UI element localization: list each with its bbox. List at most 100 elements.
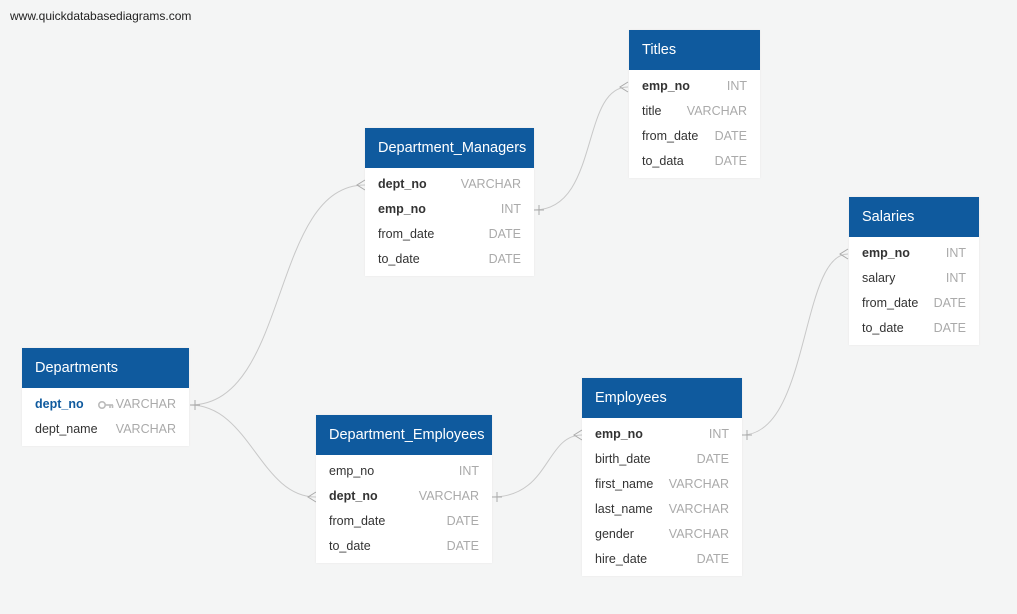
field-type: VARCHAR (668, 502, 729, 516)
field-type: DATE (696, 452, 729, 466)
field-name: dept_no (378, 177, 427, 191)
rel-departments-employees (189, 404, 317, 498)
field-type: INT (458, 464, 479, 478)
field-row[interactable]: hire_date DATE (582, 547, 742, 572)
field-type: VARCHAR (686, 104, 747, 118)
many-marker-titles (619, 81, 629, 93)
field-name: last_name (595, 502, 653, 516)
many-marker-managers (356, 179, 366, 191)
field-row[interactable]: from_date DATE (365, 222, 534, 247)
field-type: DATE (696, 552, 729, 566)
field-type: VARCHAR (668, 527, 729, 541)
rel-managers-titles (533, 86, 629, 211)
field-name: dept_no (329, 489, 378, 503)
field-row[interactable]: salary INT (849, 266, 979, 291)
many-marker-salaries (839, 248, 849, 260)
field-name: to_date (329, 539, 371, 553)
field-row[interactable]: dept_no VARCHAR (22, 392, 189, 417)
field-row[interactable]: to_date DATE (316, 534, 492, 559)
field-row[interactable]: birth_date DATE (582, 447, 742, 472)
field-row[interactable]: gender VARCHAR (582, 522, 742, 547)
field-name: emp_no (862, 246, 910, 260)
field-row[interactable]: dept_name VARCHAR (22, 417, 189, 442)
field-row[interactable]: emp_no INT (849, 241, 979, 266)
table-header[interactable]: Department_Employees (316, 415, 492, 455)
field-name: emp_no (642, 79, 690, 93)
field-name: gender (595, 527, 634, 541)
field-name: to_date (378, 252, 420, 266)
field-type: VARCHAR (668, 477, 729, 491)
field-type: VARCHAR (418, 489, 479, 503)
field-type: DATE (714, 129, 747, 143)
rel-deptemp-employees (491, 434, 583, 498)
many-marker-employees (573, 429, 583, 441)
field-type: DATE (488, 227, 521, 241)
table-employees[interactable]: Employees emp_no INT birth_date DATE fir… (582, 378, 742, 576)
field-row[interactable]: emp_no INT (365, 197, 534, 222)
field-row[interactable]: first_name VARCHAR (582, 472, 742, 497)
field-row[interactable]: to_date DATE (365, 247, 534, 272)
field-type: DATE (446, 539, 479, 553)
field-type: INT (945, 271, 966, 285)
one-marker-managers (534, 205, 544, 215)
field-type: INT (726, 79, 747, 93)
table-header[interactable]: Salaries (849, 197, 979, 237)
field-type: DATE (933, 321, 966, 335)
one-marker-employees (742, 430, 752, 440)
field-row[interactable]: from_date DATE (849, 291, 979, 316)
field-name: from_date (378, 227, 435, 241)
table-header[interactable]: Titles (629, 30, 760, 70)
field-name: hire_date (595, 552, 648, 566)
field-name: dept_no (35, 397, 84, 411)
table-header[interactable]: Employees (582, 378, 742, 418)
table-departments[interactable]: Departments dept_no VARCHAR dept_name VA… (22, 348, 189, 446)
table-department-managers[interactable]: Department_Managers dept_no VARCHAR emp_… (365, 128, 534, 276)
field-row[interactable]: to_data DATE (629, 149, 760, 174)
field-name: dept_name (35, 422, 98, 436)
field-type: DATE (933, 296, 966, 310)
field-row[interactable]: dept_no VARCHAR (316, 484, 492, 509)
many-marker-deptemp (307, 491, 317, 503)
field-name: birth_date (595, 452, 651, 466)
key-icon (97, 392, 114, 417)
table-department-employees[interactable]: Department_Employees emp_no INT dept_no … (316, 415, 492, 563)
field-name: to_data (642, 154, 684, 168)
table-titles[interactable]: Titles emp_no INT title VARCHAR from_dat… (629, 30, 760, 178)
rel-employees-salaries (741, 253, 849, 436)
field-name: from_date (642, 129, 699, 143)
field-row[interactable]: emp_no INT (629, 74, 760, 99)
field-row[interactable]: emp_no INT (316, 459, 492, 484)
field-name: emp_no (329, 464, 375, 478)
field-row[interactable]: to_date DATE (849, 316, 979, 341)
watermark-link[interactable]: www.quickdatabasediagrams.com (10, 9, 192, 23)
field-row[interactable]: title VARCHAR (629, 99, 760, 124)
field-name: emp_no (595, 427, 643, 441)
table-header[interactable]: Department_Managers (365, 128, 534, 168)
field-name: first_name (595, 477, 654, 491)
field-name: to_date (862, 321, 904, 335)
field-row[interactable]: from_date DATE (316, 509, 492, 534)
field-name: title (642, 104, 662, 118)
field-type: VARCHAR (115, 397, 176, 411)
field-type: VARCHAR (115, 422, 176, 436)
one-marker-deptemp (492, 492, 502, 502)
field-type: VARCHAR (460, 177, 521, 191)
table-header[interactable]: Departments (22, 348, 189, 388)
field-type: DATE (714, 154, 747, 168)
field-type: INT (945, 246, 966, 260)
field-name: emp_no (378, 202, 426, 216)
field-name: salary (862, 271, 896, 285)
field-name: from_date (329, 514, 386, 528)
one-marker-departments (190, 400, 200, 410)
field-name: from_date (862, 296, 919, 310)
rel-departments-managers (189, 184, 366, 406)
field-type: INT (708, 427, 729, 441)
table-salaries[interactable]: Salaries emp_no INT salary INT from_date… (849, 197, 979, 345)
field-row[interactable]: emp_no INT (582, 422, 742, 447)
field-type: DATE (488, 252, 521, 266)
field-row[interactable]: from_date DATE (629, 124, 760, 149)
field-type: DATE (446, 514, 479, 528)
field-row[interactable]: last_name VARCHAR (582, 497, 742, 522)
field-row[interactable]: dept_no VARCHAR (365, 172, 534, 197)
